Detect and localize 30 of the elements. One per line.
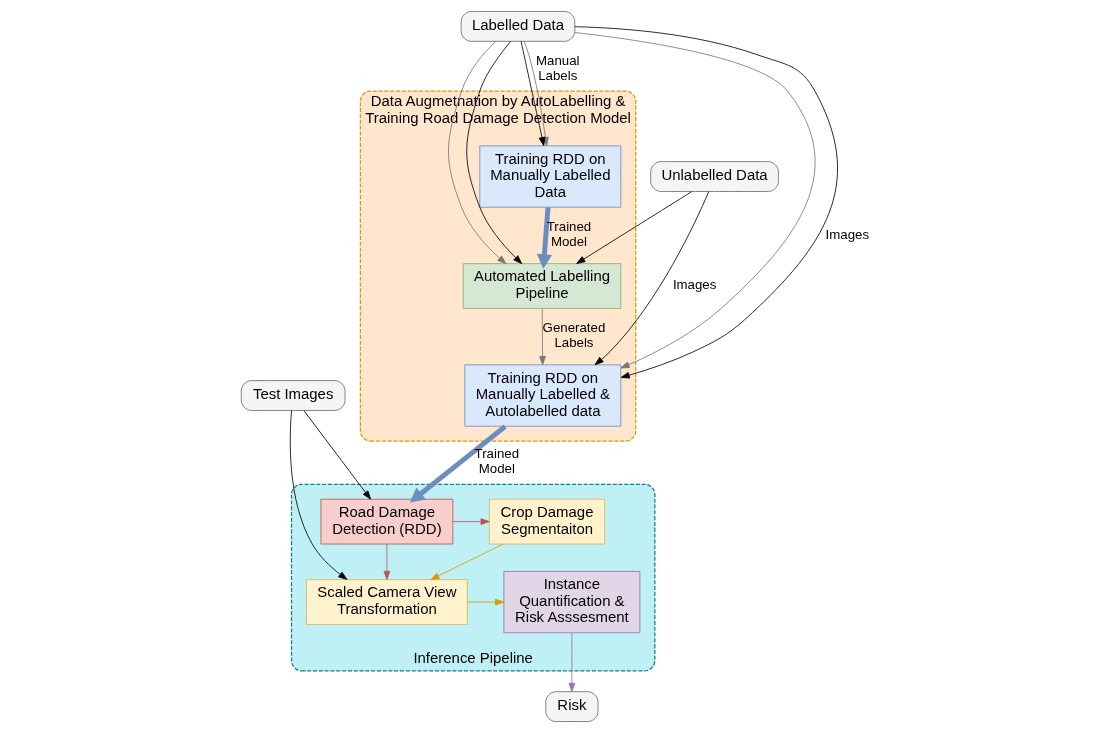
arrow [594,191,709,366]
node-box: Test Images [240,380,345,411]
node-box: Training RDD on Manually Labelled Data [478,145,621,208]
edge-label: Images [825,226,869,242]
node-box: Crop Damage Segmentaiton [488,498,605,545]
node-box: Automated Labelling Pipeline [462,263,621,309]
node-box: Road Damage Detection (RDD) [320,498,453,545]
edge-label: Generated Labels [542,320,605,351]
edge-label: Trained Model [474,446,519,477]
edge-label: Images [672,277,716,293]
arrow [429,543,503,581]
arrow [451,518,490,525]
arrow [303,410,371,500]
arrow [575,191,692,264]
arrow [536,207,552,269]
arrow [409,424,507,503]
node-box: Scaled Camera View Transformation [305,579,468,625]
arrow [466,598,504,606]
node-box: Labelled Data [460,11,575,42]
arrow [383,543,390,580]
edge-label: Manual Labels [535,53,580,84]
arrow [289,410,347,580]
node-box: Instance Quantification & Risk Asssesment [502,570,640,634]
node-box: Unlabelled Data [649,161,779,192]
node-box: Training RDD on Manually Labelled & Autolabelled data [463,364,621,427]
node-box: Risk [544,691,598,722]
arrow [465,40,522,265]
arrow [538,308,546,366]
arrow [447,40,506,265]
arrow [568,632,575,692]
